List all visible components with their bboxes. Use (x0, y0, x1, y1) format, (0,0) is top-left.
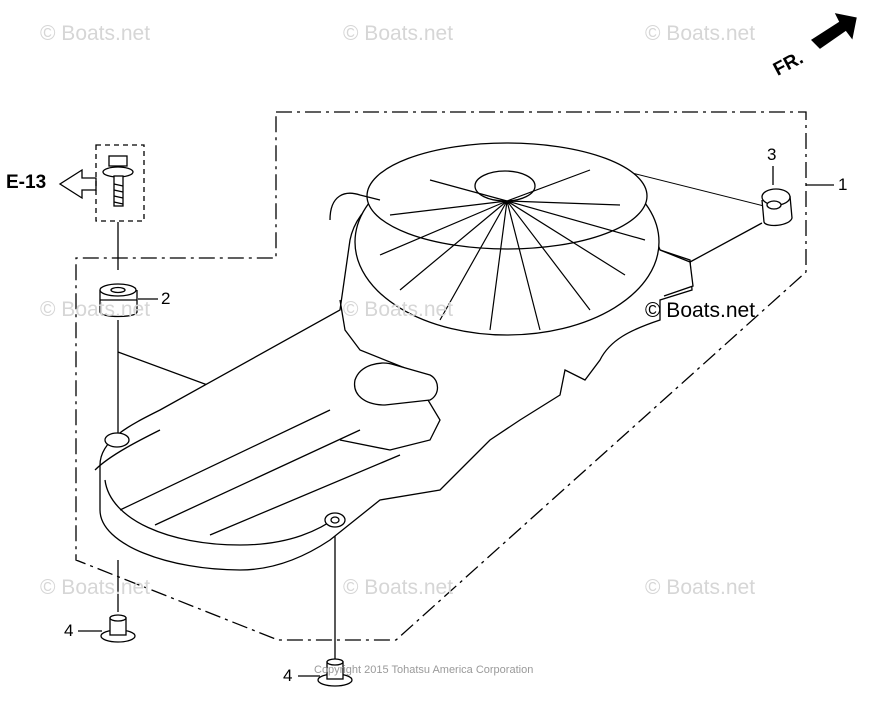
brand-label: © Boats.net (645, 299, 756, 322)
watermark-text: © Boats.net (645, 22, 756, 45)
callout-part-4[interactable]: 4 (283, 666, 293, 685)
vent-dome (354, 142, 660, 336)
watermark-text: © Boats.net (343, 298, 454, 321)
grommet3-leader (689, 222, 763, 263)
grommet-part-3 (761, 188, 793, 227)
watermark-text: © Boats.net (645, 576, 756, 599)
direction-arrow (810, 13, 857, 49)
grommet-part-2 (99, 283, 138, 318)
back-flange (329, 192, 381, 221)
watermark-text: © Boats.net (40, 298, 151, 321)
bolt (102, 155, 134, 207)
watermark-text: © Boats.net (40, 576, 151, 599)
assembly-outline (75, 111, 807, 641)
callout-part-3[interactable]: 3 (767, 145, 777, 164)
callout-part-1[interactable]: 1 (838, 175, 848, 194)
reference-arrow (58, 168, 97, 200)
callout-part-4[interactable]: 4 (64, 621, 74, 640)
collar-part-4a (100, 614, 136, 643)
right-flange (659, 249, 694, 297)
reference-label[interactable]: E-13 (6, 172, 47, 193)
watermark-text: © Boats.net (40, 22, 151, 45)
collar-part-4b (317, 658, 353, 687)
callout-part-2[interactable]: 2 (161, 289, 171, 308)
copyright-notice: Copyright 2015 Tohatsu America Corporati… (314, 664, 534, 676)
watermark-text: © Boats.net (343, 576, 454, 599)
watermark-text: © Boats.net (343, 22, 454, 45)
